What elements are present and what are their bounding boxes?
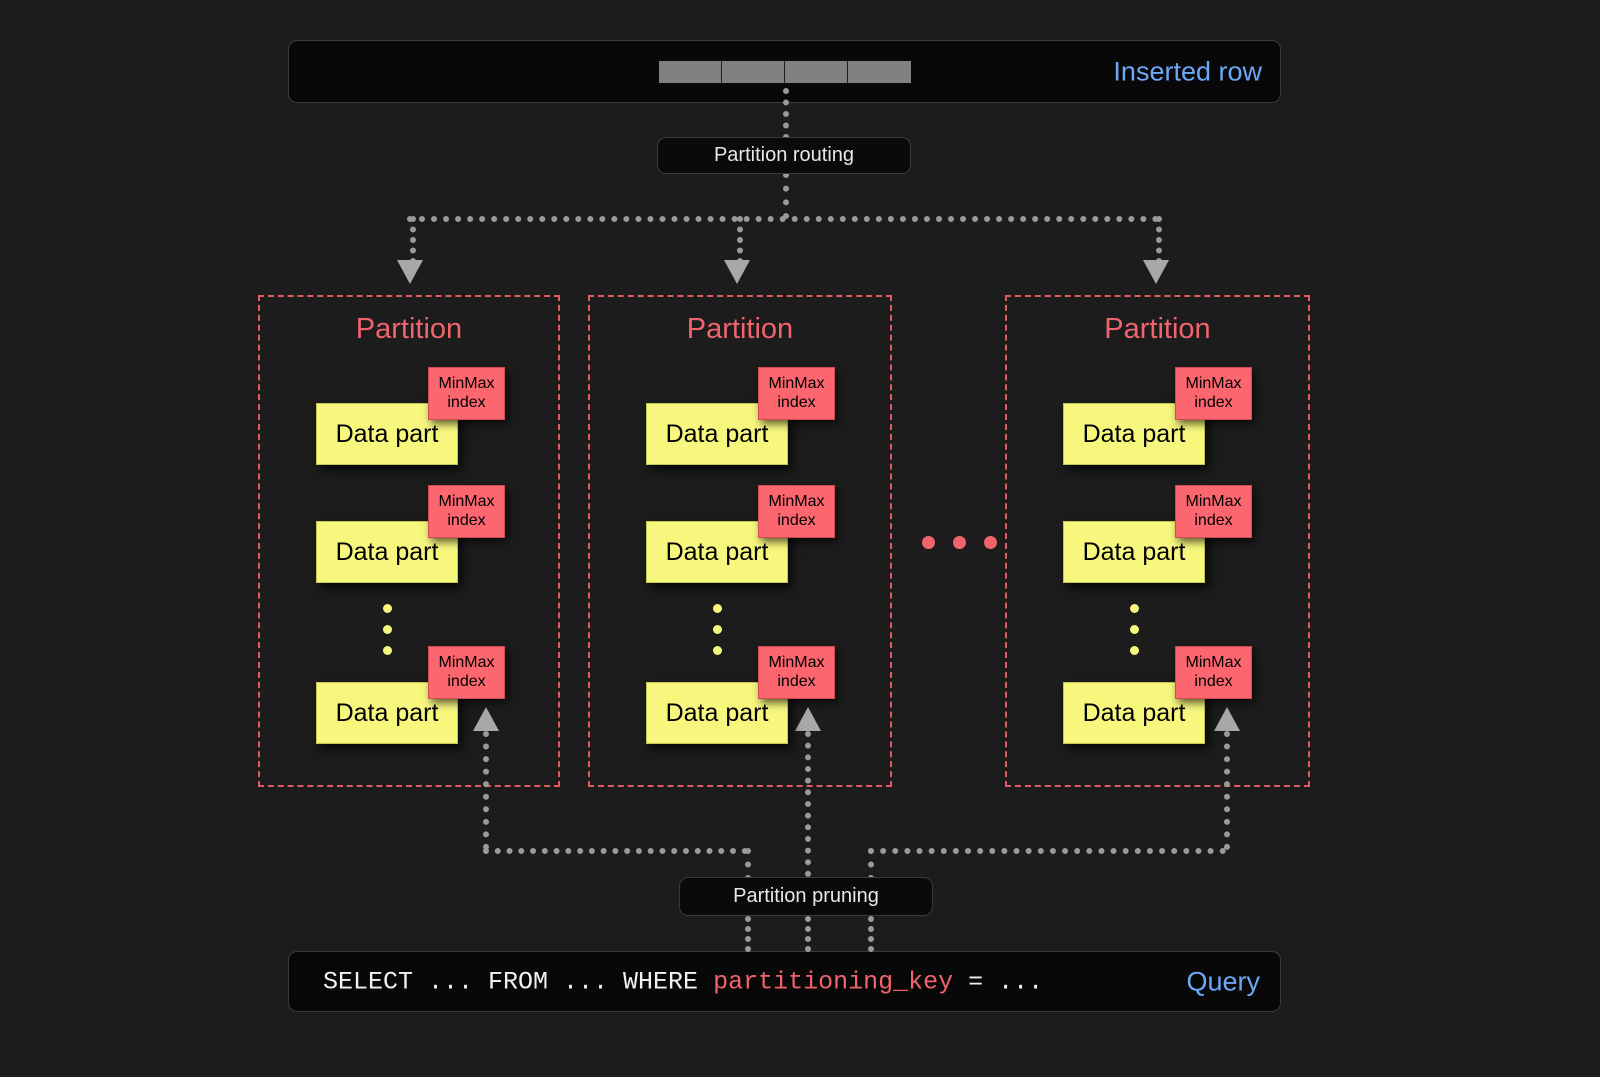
ellipsis-dot [953, 536, 966, 549]
row-cell [848, 61, 911, 83]
connector-pruning-drop-right [868, 848, 874, 881]
connector-routing-down [783, 172, 789, 219]
ellipsis-dot [713, 604, 722, 613]
data-part-box: Data part [1063, 682, 1205, 744]
arrowhead-pruning-0 [473, 707, 499, 731]
connector-pruning-drop-left [745, 848, 751, 881]
data-part-ellipsis [713, 604, 722, 655]
data-part-box: Data part [316, 682, 458, 744]
query-partitioning-key: partitioning_key [713, 967, 954, 996]
query-label: Query [1186, 966, 1260, 996]
arrowhead-partition-2 [1143, 260, 1169, 284]
connector-pruning-up-1 [805, 731, 811, 877]
connector-query-1 [805, 916, 811, 952]
partition-title: Partition [1104, 313, 1211, 345]
connector-pruning-up-0 [483, 731, 489, 850]
data-part-box: Data part [316, 403, 458, 465]
partition-title: Partition [686, 313, 794, 345]
arrowhead-pruning-2 [1214, 707, 1240, 731]
connector-insert-to-routing [783, 88, 789, 140]
arrowhead-partition-0 [397, 260, 423, 284]
connector-query-2 [868, 916, 874, 952]
connector-pruning-bus-right [868, 848, 1226, 854]
inserted-row-cells [659, 61, 911, 83]
query-bar: SELECT ... FROM ... WHERE partitioning_k… [288, 951, 1281, 1012]
partition-title: Partition [355, 313, 463, 345]
ellipsis-dot [713, 646, 722, 655]
partition-pruning-box: Partition pruning [679, 877, 933, 916]
row-cell [659, 61, 722, 83]
arrowhead-partition-1 [724, 260, 750, 284]
connector-fanout-bus [407, 216, 1159, 222]
data-part-ellipsis [1130, 604, 1139, 655]
row-cell [722, 61, 785, 83]
inserted-row-bar: Inserted row [288, 40, 1281, 103]
ellipsis-dot [383, 625, 392, 634]
inserted-row-label: Inserted row [1113, 56, 1262, 86]
query-prefix: SELECT ... FROM ... WHERE [323, 967, 714, 996]
partition-routing-box: Partition routing [657, 137, 911, 174]
arrowhead-pruning-1 [795, 707, 821, 731]
connector-pruning-bus-left [483, 848, 748, 854]
ellipsis-dot [922, 536, 935, 549]
ellipsis-dot [1130, 604, 1139, 613]
ellipsis-dot [383, 646, 392, 655]
ellipsis-dot [1130, 646, 1139, 655]
query-text: SELECT ... FROM ... WHERE partitioning_k… [323, 967, 1043, 996]
connector-query-0 [745, 916, 751, 952]
partitions-ellipsis [922, 536, 997, 549]
connector-pruning-up-2 [1224, 731, 1230, 850]
connector-drop-partition-2 [1156, 216, 1162, 264]
ellipsis-dot [713, 625, 722, 634]
ellipsis-dot [984, 536, 997, 549]
ellipsis-dot [383, 604, 392, 613]
ellipsis-dot [1130, 625, 1139, 634]
connector-drop-partition-0 [410, 216, 416, 264]
row-cell [785, 61, 848, 83]
data-part-ellipsis [383, 604, 392, 655]
connector-drop-partition-1 [737, 216, 743, 264]
query-suffix: = ... [953, 967, 1044, 996]
